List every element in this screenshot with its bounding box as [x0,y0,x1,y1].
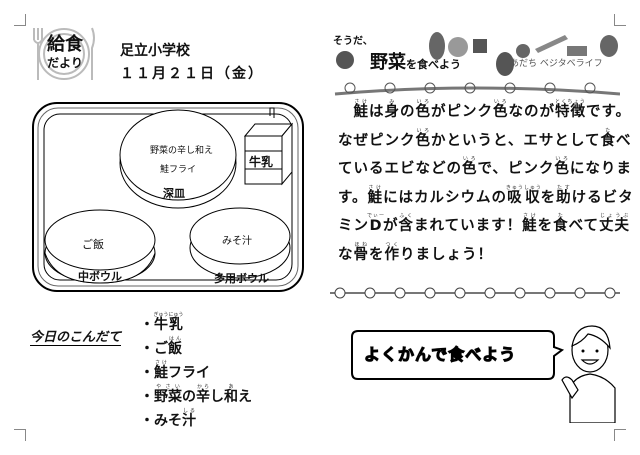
furigana-word: 食た [553,213,569,234]
article-text: 鮭さけは身みの色いろがピンク色いろなのが特徴とくちょうです。なぜピンク色いろかと… [338,98,634,269]
furigana-word: 身み [384,99,400,120]
furigana-word: 色いろ [462,156,478,177]
speech-bubble [351,330,565,380]
furigana-word: 含ふく [398,213,415,234]
banner-line1: そうだ、 [333,36,373,47]
menu-list: ・牛乳ぎゅうにゅう・ご飯はん・鮭さけフライ・野菜やさいの辛からし和あえ・みそ汁し… [140,312,252,432]
crop-mark [14,429,26,441]
kondate-logo: 今日のこんだて [30,326,122,346]
furigana-word: 食た [600,127,616,149]
furigana-word: 鮭さけ [154,360,168,381]
furigana-word: 助たす [556,184,572,206]
furigana-word: 和あ [224,384,238,405]
menu-item: ・ご飯はん [140,336,182,357]
miso-bowl-label: 多用ボウル [214,272,269,285]
furigana-word: 色いろ [554,156,570,177]
deep-plate-label: 深皿 [163,187,185,200]
crop-mark [614,429,626,441]
furigana-word: 飯はん [168,336,182,357]
logo-subtitle: だより [47,56,83,70]
furigana-word: 吸収きゅうしゅう [505,184,542,206]
crop-mark [614,14,626,26]
banner-title: 野菜を食べよう [370,52,461,73]
article-line: なぜピンク色いろかというと、エサとして食たべ [338,127,632,149]
veggie-banner: そうだ、 野菜を食べよう あだち ベジタベライフ [330,24,620,104]
furigana-word: 鮭さけ [353,99,369,120]
article-line: な骨ほねを作つくりましょう！ [338,241,493,263]
crop-mark [14,14,26,26]
furigana-word: 骨ほね [353,241,369,263]
furigana-word: 丈夫じょうぶ [599,213,631,234]
furigana-word: 野菜やさい [154,384,182,405]
menu-item: ・鮭さけフライ [140,360,210,381]
furigana-word: 色いろ [493,99,509,120]
milk-label: 牛乳 [249,155,274,169]
menu-item: ・牛乳ぎゅうにゅう [140,312,184,333]
article-line: ているエビなどの色いろで、ピンク色いろになりま [338,156,632,177]
furigana-word: 辛から [196,384,210,405]
furigana-word: 作つく [384,241,400,263]
article-line: 鮭さけは身みの色いろがピンク色いろなのが特徴とくちょうです。 [353,99,632,120]
rice-bowl-label: 中ボウル [78,270,122,283]
date: １１月２１日（金） [120,66,264,82]
vegetable-border-decoration [330,287,620,299]
vegetables-illustration [334,32,620,96]
menu-item: ・みそ汁しる [140,408,196,429]
school-name: 足立小学校 [120,43,190,59]
furigana-word: 特徴とくちょう [555,99,586,120]
plate-fork-knife-icon [33,27,95,80]
article-line: ミンDでぃーが含ふくまれています！鮭さけを食たべて丈夫じょうぶ [338,213,631,234]
deep-plate-item: 野菜の辛し和え [150,146,214,156]
kyushoku-dayori-logo: 給食 だより [28,20,98,88]
furigana-word: 汁しる [182,408,196,429]
article-line: す。鮭さけにはカルシウムの吸収きゅうしゅうを助たすけるビタ [338,184,634,206]
teacher-illustration [561,325,616,423]
furigana-word: Dでぃー [367,213,386,234]
furigana-word: 色いろ [415,127,431,149]
bubble-text: よくかんで食べよう [363,345,517,365]
menu-item: ・野菜やさいの辛からし和あえ [140,384,252,405]
furigana-word: 鮭さけ [522,213,538,234]
lunch-tray-diagram [32,102,304,292]
logo-title: 給食 [47,34,83,55]
furigana-word: 牛乳ぎゅうにゅう [153,312,184,333]
banner-subtitle: あだち ベジタベライフ [510,59,603,69]
rice-label: ご飯 [82,238,104,251]
furigana-word: 鮭さけ [367,184,384,206]
deep-plate-item: 鮭フライ [160,165,197,175]
miso-label: みそ汁 [222,236,252,247]
furigana-word: 色いろ [415,99,431,120]
